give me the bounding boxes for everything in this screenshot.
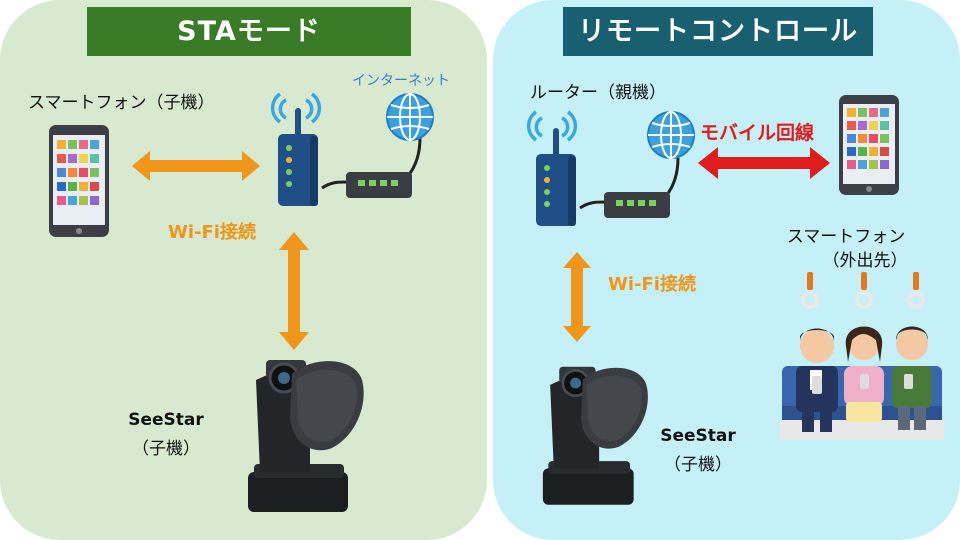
right-router-icon bbox=[536, 128, 576, 226]
right-wifi-signal-icon bbox=[526, 110, 578, 142]
left-smartphone-icon bbox=[49, 125, 109, 237]
left-modem-icon bbox=[321, 137, 422, 198]
left-router-icon bbox=[278, 108, 318, 206]
remote-control-title: リモートコントロール bbox=[563, 7, 873, 56]
left-wifi-link-arrow bbox=[132, 151, 260, 181]
train-passengers-illustration bbox=[780, 272, 944, 440]
right-globe-icon bbox=[647, 111, 695, 159]
left-wifi-signal-icon bbox=[270, 92, 322, 124]
right-smartphone-icon bbox=[839, 95, 899, 195]
mobile-line-arrow bbox=[698, 147, 830, 179]
sta-mode-title: STAモード bbox=[87, 7, 411, 56]
right-smartphone-label-2: （外出先） bbox=[822, 251, 908, 271]
right-seestar-telescope-icon bbox=[542, 366, 648, 505]
left-seestar-link-arrow bbox=[279, 232, 309, 350]
left-seestar-name: SeeStar bbox=[128, 410, 204, 430]
mobile-line-label: モバイル回線 bbox=[700, 122, 815, 144]
left-globe-icon bbox=[386, 93, 434, 141]
left-seestar-telescope-icon bbox=[248, 360, 364, 512]
right-smartphone-label-1: スマートフォン bbox=[786, 227, 906, 247]
internet-label: インターネット bbox=[352, 73, 450, 89]
right-seestar-name: SeeStar bbox=[660, 426, 736, 446]
right-modem-icon bbox=[579, 157, 680, 218]
router-label: ルーター（親機） bbox=[530, 83, 666, 103]
left-smartphone-label: スマートフォン（子機） bbox=[28, 93, 215, 113]
sta-mode-panel bbox=[0, 0, 487, 540]
right-wifi-label: Wi-Fi接続 bbox=[608, 274, 696, 295]
right-seestar-link-arrow bbox=[563, 252, 591, 342]
left-seestar-role: （子機） bbox=[132, 439, 200, 459]
right-seestar-role: （子機） bbox=[664, 455, 732, 475]
left-wifi-label: Wi-Fi接続 bbox=[168, 222, 256, 243]
